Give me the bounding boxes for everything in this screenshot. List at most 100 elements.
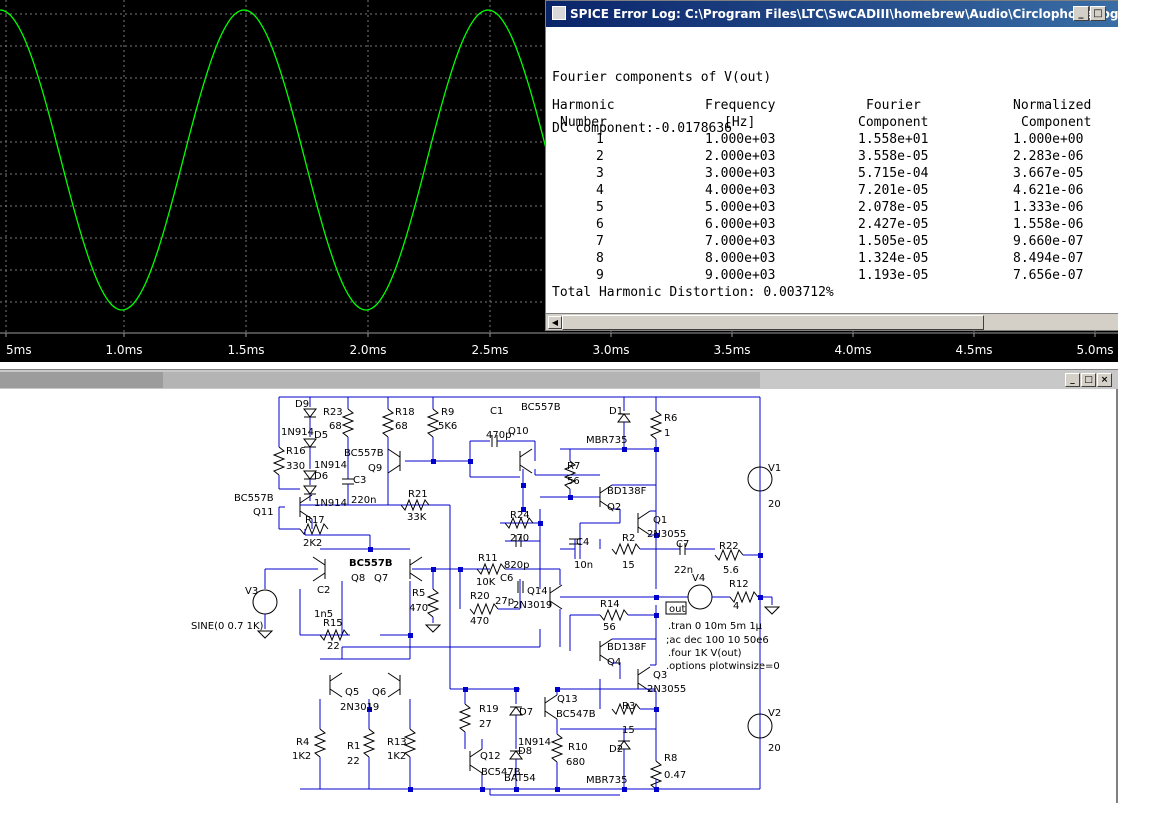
component-label-r6v[interactable]: 1 — [664, 428, 671, 439]
component-label-v3[interactable]: V3 — [245, 586, 259, 597]
component-label-r10v[interactable]: 680 — [566, 757, 586, 768]
maximize-icon[interactable]: □ — [1090, 6, 1106, 21]
component-label-d6[interactable]: D6 — [314, 471, 329, 482]
spice-directive[interactable]: .options plotwinsize=0 — [666, 661, 780, 672]
component-label-q14[interactable]: Q14 — [527, 586, 548, 597]
component-label-c4v[interactable]: 10n — [574, 560, 594, 571]
component-label-r19v[interactable]: 27 — [479, 719, 492, 730]
restore-icon[interactable]: □ — [1081, 373, 1096, 387]
component-label-r17v[interactable]: 2K2 — [303, 538, 323, 549]
component-label-d8b[interactable]: BAT54 — [504, 773, 536, 784]
component-label-r16[interactable]: R16 — [286, 446, 306, 457]
component-label-r9[interactable]: R9 — [441, 407, 455, 418]
component-label-q10[interactable]: Q10 — [508, 426, 529, 437]
minimize-icon[interactable]: _ — [1073, 6, 1089, 21]
component-label-q2t[interactable]: BD138F — [607, 486, 647, 497]
component-label-c6v[interactable]: 27p — [495, 596, 515, 607]
component-label-v1[interactable]: V1 — [768, 463, 782, 474]
component-label-r1[interactable]: R1 — [347, 741, 361, 752]
component-label-r18[interactable]: R18 — [395, 407, 415, 418]
component-label-r11[interactable]: R11 — [478, 553, 498, 564]
component-label-q11t[interactable]: BC557B — [234, 493, 274, 504]
component-label-d6b[interactable]: 1N914 — [314, 498, 347, 509]
component-label-q2[interactable]: Q2 — [607, 502, 622, 513]
error-log-window[interactable]: SPICE Error Log: C:\Program Files\LTC\Sw… — [545, 0, 1123, 331]
component-label-q10t[interactable]: BC557B — [521, 402, 561, 413]
scroll-left-icon[interactable]: ◀ — [548, 316, 562, 329]
component-label-q7[interactable]: Q7 — [374, 573, 389, 584]
component-label-d5[interactable]: D5 — [314, 430, 329, 441]
component-label-d2t[interactable]: MBR735 — [586, 775, 628, 786]
component-label-r5v[interactable]: 470 — [409, 603, 429, 614]
component-label-r9v[interactable]: 5K6 — [438, 421, 458, 432]
component-label-v3t[interactable]: SINE(0 0.7 1K) — [191, 621, 264, 632]
component-label-r1v[interactable]: 22 — [347, 756, 360, 767]
component-label-r2[interactable]: R2 — [622, 533, 636, 544]
component-label-c1v[interactable]: 470p — [486, 430, 512, 441]
component-label-q3[interactable]: Q3 — [653, 670, 668, 681]
component-label-out[interactable]: out — [669, 604, 686, 615]
component-label-r23[interactable]: R23 — [323, 407, 343, 418]
close-icon[interactable]: × — [1097, 373, 1112, 387]
component-label-q5[interactable]: Q5 — [345, 687, 360, 698]
component-label-r4[interactable]: R4 — [296, 737, 310, 748]
component-label-q8[interactable]: Q8 — [351, 573, 366, 584]
component-label-d8t[interactable]: 1N914 — [518, 737, 551, 748]
component-label-r20v[interactable]: 470 — [470, 616, 490, 627]
component-label-v1v[interactable]: 20 — [768, 499, 781, 510]
component-label-d8[interactable]: D8 — [518, 746, 533, 757]
component-label-c7v[interactable]: 22n — [674, 565, 694, 576]
component-label-r17[interactable]: R17 — [305, 515, 325, 526]
log-horizontal-scrollbar[interactable]: ◀ — [546, 313, 1122, 330]
component-label-r24v[interactable]: 270 — [510, 533, 530, 544]
component-label-r6[interactable]: R6 — [664, 413, 678, 424]
scrollbar-thumb[interactable] — [562, 315, 984, 330]
component-label-q78t[interactable]: BC557B — [349, 558, 393, 569]
component-label-r7[interactable]: R7 — [567, 461, 581, 472]
component-label-r14v[interactable]: 56 — [603, 622, 616, 633]
component-label-q4t[interactable]: BD138F — [607, 642, 647, 653]
component-label-r7v[interactable]: 56 — [567, 476, 580, 487]
component-label-q6[interactable]: Q6 — [372, 687, 387, 698]
component-label-r12v[interactable]: 4 — [733, 601, 740, 612]
component-label-q1[interactable]: Q1 — [653, 515, 668, 526]
component-label-r8v[interactable]: 0.47 — [664, 770, 687, 781]
component-label-r21v[interactable]: 33K — [407, 512, 427, 523]
component-label-q14t[interactable]: 2N3019 — [513, 600, 553, 611]
component-label-r13[interactable]: R13 — [387, 737, 407, 748]
component-label-c1[interactable]: C1 — [490, 406, 504, 417]
component-label-v2v[interactable]: 20 — [768, 743, 781, 754]
component-label-q11[interactable]: Q11 — [253, 507, 274, 518]
error-log-titlebar[interactable]: SPICE Error Log: C:\Program Files\LTC\Sw… — [546, 1, 1122, 27]
component-label-c2v[interactable]: 1n5 — [314, 609, 334, 620]
component-label-r12[interactable]: R12 — [729, 579, 749, 590]
component-label-c3[interactable]: C3 — [353, 475, 367, 486]
component-label-r2v[interactable]: 15 — [622, 560, 635, 571]
component-label-q12[interactable]: Q12 — [480, 751, 501, 762]
component-label-r10[interactable]: R10 — [568, 742, 588, 753]
component-label-d5t[interactable]: 1N914 — [281, 427, 314, 438]
minimize-icon[interactable]: _ — [1065, 373, 1080, 387]
component-label-r20[interactable]: R20 — [470, 591, 490, 602]
component-label-q9t[interactable]: BC557B — [344, 448, 384, 459]
component-label-d7[interactable]: D7 — [519, 707, 534, 718]
component-label-r3v[interactable]: 15 — [622, 725, 635, 736]
component-label-q1t[interactable]: 2N3055 — [647, 529, 687, 540]
component-label-r13v[interactable]: 1K2 — [387, 751, 407, 762]
component-label-r21[interactable]: R21 — [408, 489, 428, 500]
component-label-q9[interactable]: Q9 — [368, 463, 383, 474]
component-label-r5[interactable]: R5 — [412, 588, 426, 599]
spice-directive[interactable]: .four 1K V(out) — [668, 648, 742, 659]
component-label-d6t[interactable]: 1N914 — [314, 460, 347, 471]
component-label-r15v[interactable]: 22 — [327, 641, 340, 652]
component-label-q13t[interactable]: BC547B — [556, 709, 596, 720]
component-label-q3t[interactable]: 2N3055 — [647, 684, 687, 695]
component-label-r16v[interactable]: 330 — [286, 461, 306, 472]
component-label-r22[interactable]: R22 — [719, 541, 739, 552]
component-label-r18v[interactable]: 68 — [395, 421, 408, 432]
component-label-c2[interactable]: C2 — [317, 585, 331, 596]
component-label-r3[interactable]: R3 — [622, 701, 636, 712]
component-label-r8[interactable]: R8 — [664, 753, 678, 764]
component-label-r4v[interactable]: 1K2 — [292, 751, 312, 762]
